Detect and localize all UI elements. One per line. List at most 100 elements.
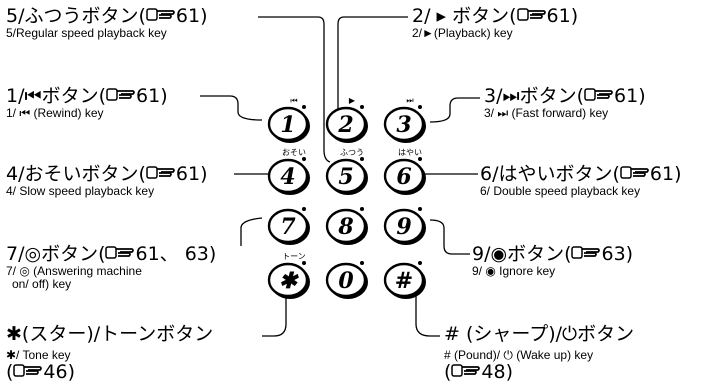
key-1-dot — [302, 105, 306, 109]
pointing-hand-icon — [105, 244, 135, 265]
pointing-hand-icon — [620, 164, 650, 185]
key-9-cap — [383, 208, 425, 244]
label-1-ref: 61) — [136, 85, 168, 107]
key-3-glyph: 3 — [396, 112, 411, 138]
key-8-button[interactable]: 8 — [325, 207, 368, 245]
label-key-pound: # (シャープ)/⏻ボタン # (Pound)/ ⏻ (Wake up) key… — [444, 324, 634, 383]
pointing-hand-icon — [451, 362, 481, 383]
label-4-jp: 4/おそいボタン( — [6, 163, 146, 185]
key-2-cap — [325, 106, 367, 142]
key-star-dot — [302, 261, 306, 265]
label-9-en: 9/ ◉ Ignore key — [472, 264, 556, 278]
label-1-jp: 1/⏮ボタン( — [6, 85, 107, 107]
leader-1 — [200, 95, 263, 121]
key-7-button[interactable]: 7 — [267, 207, 310, 245]
key-5-dot — [360, 157, 364, 161]
label-key-2: 2/ ▸ ボタン( 61) 2/►(Playback) key — [412, 6, 578, 40]
pointing-hand-icon — [13, 362, 43, 383]
key-2-caption: ▶ — [349, 96, 356, 105]
label-key-star: ✱(スター)/トーンボタン ✱/ Tone key (46) — [6, 324, 213, 383]
key-9-glyph: 9 — [396, 214, 411, 240]
label-pound-ref: 48) — [481, 361, 514, 383]
pointing-hand-icon — [146, 164, 176, 185]
key-9-button[interactable]: 9 — [383, 207, 426, 245]
key-4-button[interactable]: 4 おそい — [267, 148, 310, 195]
key-star-glyph: ✱ — [279, 268, 300, 294]
label-2-ref: 61) — [546, 5, 579, 27]
key-pound-glyph: # — [395, 268, 413, 294]
label-4-en: 4/ Slow speed playback key — [6, 184, 155, 198]
leader-pound — [415, 280, 440, 337]
key-8-glyph: 8 — [337, 214, 353, 240]
key-1-caption: ⏮ — [290, 96, 297, 105]
key-7-cap — [267, 208, 309, 244]
key-3-cap — [383, 106, 425, 142]
label-key-3: 3/⏭ボタン(61) 3/ ⏭ (Fast forward) key — [484, 86, 646, 120]
label-5-ref: 61) — [175, 5, 208, 27]
label-4-ref: 61) — [175, 163, 208, 185]
label-7-jp: 7/◎ボタン( — [6, 243, 106, 265]
label-key-4: 4/おそいボタン( 61) 4/ Slow speed playback key — [6, 164, 208, 198]
key-7-dot — [302, 207, 306, 211]
pointing-hand-icon — [516, 6, 547, 27]
key-4-cap — [267, 158, 309, 194]
key-3-caption: ⏭ — [406, 96, 413, 105]
label-6-en: 6/ Double speed playback key — [480, 184, 641, 198]
key-9-dot — [418, 207, 422, 211]
label-star-en: ✱/ Tone key — [6, 348, 71, 362]
label-key-7: 7/◎ボタン(61、 63) 7/ ◎ (Answering machine o… — [6, 244, 216, 291]
leader-9 — [429, 219, 470, 255]
label-7-en-line1: 7/ ◎ (Answering machine — [6, 264, 142, 278]
key-star-cap — [267, 262, 309, 298]
key-3-dot — [418, 105, 422, 109]
key-star-button[interactable]: ✱ トーン — [267, 252, 310, 299]
key-6-cap — [383, 158, 425, 194]
key-5-glyph: 5 — [338, 164, 353, 190]
label-key-1: 1/⏮ボタン(61) 1/ ⏮ (Rewind) key — [6, 86, 168, 120]
pointing-hand-icon — [146, 6, 176, 27]
pointing-hand-icon — [584, 86, 614, 107]
key-5-cap — [325, 158, 367, 194]
key-4-glyph: 4 — [280, 164, 295, 190]
key-1-cap — [267, 106, 309, 142]
label-key-5: 5/ふつうボタン(61) 5/Regular speed playback ke… — [6, 6, 208, 40]
label-3-en: 3/ ⏭ (Fast forward) key — [484, 106, 609, 120]
label-2-jp: 2/ ▸ ボタン( — [412, 5, 517, 27]
key-4-caption: おそい — [282, 148, 306, 157]
key-6-dot — [418, 157, 422, 161]
label-3-ref: 61) — [614, 85, 646, 107]
key-star-caption: トーン — [282, 252, 306, 261]
label-star-jp: ✱(スター)/トーンボタン — [6, 323, 214, 345]
leader-7 — [240, 217, 263, 246]
key-1-glyph: 1 — [280, 112, 295, 138]
key-8-cap — [325, 208, 367, 244]
key-8-dot — [360, 207, 364, 211]
key-2-button[interactable]: 2▶ — [325, 96, 368, 143]
pointing-hand-icon — [106, 86, 136, 107]
label-pound-ref-open: ( — [444, 361, 452, 383]
key-6-glyph: 6 — [396, 164, 411, 190]
key-2-dot — [360, 105, 364, 109]
label-pound-jp: # (シャープ)/⏻ボタン — [444, 323, 635, 345]
key-pound-cap — [383, 262, 425, 298]
label-star-ref-open: ( — [6, 361, 14, 383]
label-6-jp: 6/はやいボタン( — [480, 163, 620, 185]
key-3-button[interactable]: 3⏭ — [383, 96, 426, 143]
label-9-jp: 9/◉ボタン( — [472, 243, 572, 265]
label-pound-en: # (Pound)/ ⏻ (Wake up) key — [444, 348, 594, 362]
label-5-en: 5/Regular speed playback key — [6, 26, 167, 40]
key-1-button[interactable]: 1⏮ — [267, 96, 310, 143]
key-pound-button[interactable]: # — [383, 261, 426, 299]
label-2-en: 2/►(Playback) key — [412, 26, 513, 40]
label-key-6: 6/はやいボタン(61) 6/ Double speed playback ke… — [480, 164, 682, 198]
leader-3 — [429, 97, 480, 123]
key-7-glyph: 7 — [280, 214, 296, 240]
key-0-button[interactable]: 0 — [325, 261, 368, 299]
leader-2 — [337, 16, 408, 112]
label-9-ref: 63) — [601, 243, 634, 265]
key-0-dot — [360, 261, 364, 265]
